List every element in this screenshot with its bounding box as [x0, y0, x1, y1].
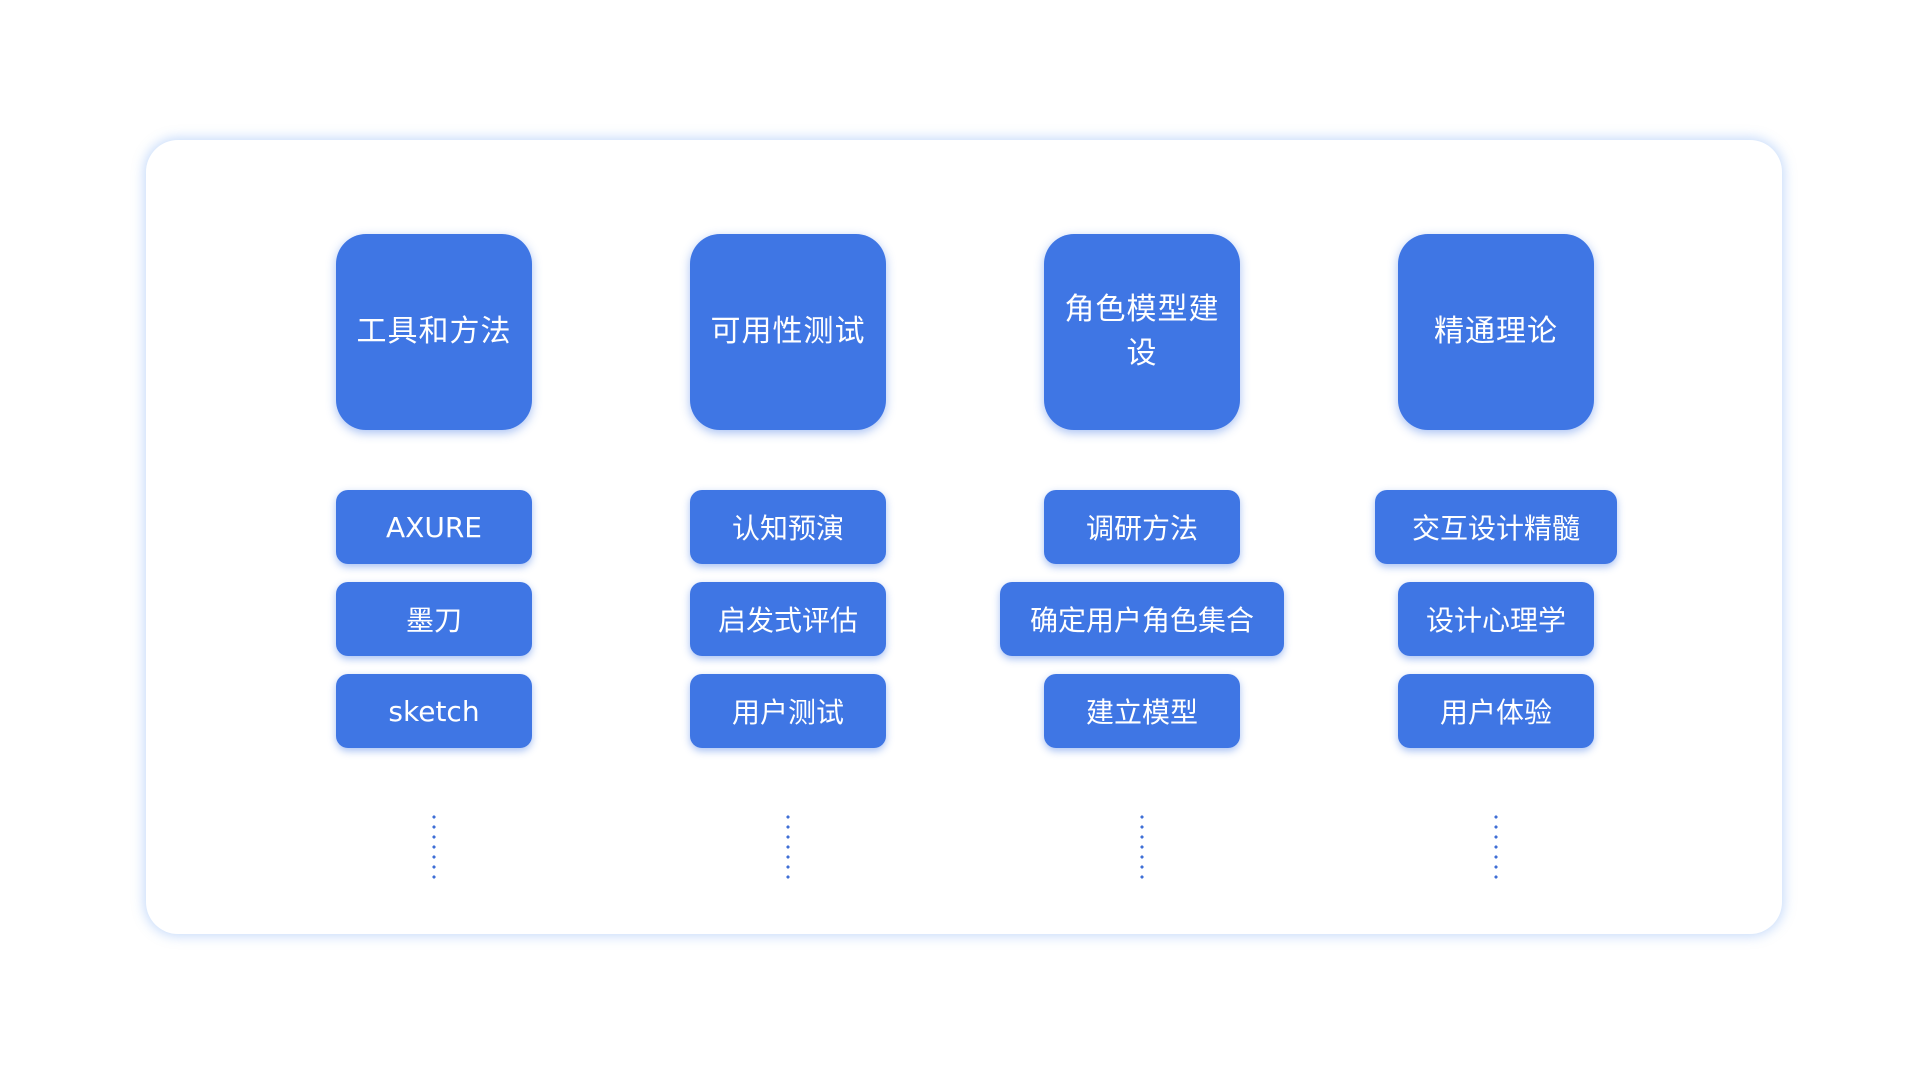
item-label: 交互设计精髓: [1411, 512, 1580, 545]
diagram-panel: 工具和方法 AXURE 墨刀 sketch 可用性测试 认知预演 启发式评估 用…: [146, 140, 1782, 934]
category-label: 精通理论: [1434, 314, 1558, 349]
category-block: 角色模型建设: [1044, 234, 1240, 430]
category-label: 可用性测试: [710, 314, 866, 349]
item-block: 确定用户角色集合: [1000, 582, 1284, 656]
item-block: AXURE: [336, 490, 532, 564]
item-label: 确定用户角色集合: [1029, 604, 1254, 637]
item-label: 认知预演: [731, 512, 844, 545]
category-label: 角色模型建设: [1064, 292, 1220, 371]
item-block: 建立模型: [1044, 674, 1240, 748]
vertical-ellipsis: [1494, 812, 1498, 882]
item-block: 认知预演: [690, 490, 886, 564]
vertical-ellipsis: [1140, 812, 1144, 882]
item-label: 设计心理学: [1425, 604, 1566, 637]
item-block: 用户体验: [1398, 674, 1594, 748]
item-block: 调研方法: [1044, 490, 1240, 564]
category-block: 工具和方法: [336, 234, 532, 430]
item-label: 启发式评估: [717, 604, 858, 637]
category-block: 可用性测试: [690, 234, 886, 430]
item-label: 墨刀: [405, 604, 462, 637]
item-label: 用户体验: [1439, 696, 1552, 729]
item-label: 用户测试: [731, 696, 844, 729]
category-label: 工具和方法: [356, 314, 512, 349]
item-label: 调研方法: [1085, 512, 1198, 545]
item-block: 启发式评估: [690, 582, 886, 656]
item-label: 建立模型: [1085, 696, 1198, 729]
item-label: sketch: [388, 694, 480, 728]
item-block: 用户测试: [690, 674, 886, 748]
vertical-ellipsis: [432, 812, 436, 882]
vertical-ellipsis: [786, 812, 790, 882]
item-block: 交互设计精髓: [1375, 490, 1617, 564]
category-block: 精通理论: [1398, 234, 1594, 430]
item-block: 设计心理学: [1398, 582, 1594, 656]
item-label: AXURE: [386, 510, 482, 544]
item-block: sketch: [336, 674, 532, 748]
item-block: 墨刀: [336, 582, 532, 656]
